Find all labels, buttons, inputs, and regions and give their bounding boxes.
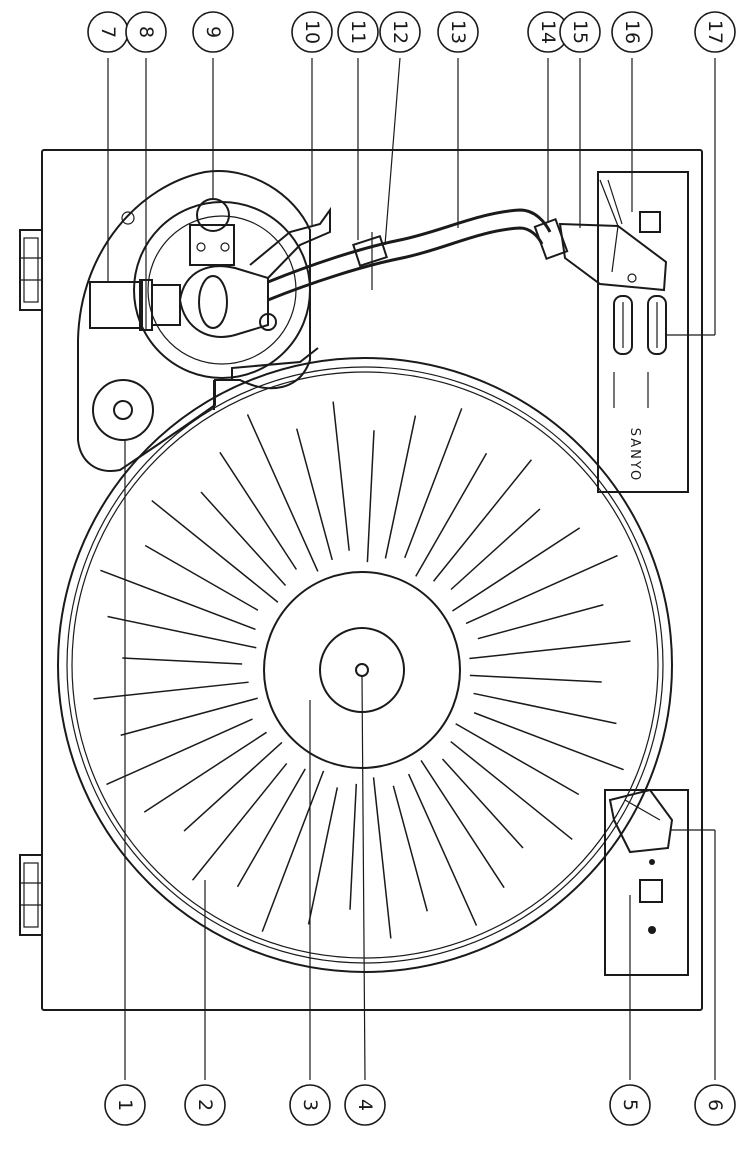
callout-label-7: 7 (97, 26, 119, 38)
platter-spoke (151, 499, 279, 603)
callout-2: 2 (184, 1084, 226, 1126)
callout-10: 10 (291, 11, 333, 53)
platter-spoke (420, 760, 505, 889)
callout-label-9: 9 (202, 26, 224, 38)
callout-9: 9 (192, 11, 234, 53)
callout-label-4: 4 (354, 1099, 376, 1111)
platter-spoke (441, 758, 524, 849)
callout-7: 7 (87, 11, 129, 53)
callout-label-5: 5 (619, 1099, 641, 1111)
platter-spoke (477, 604, 604, 640)
callout-1: 1 (104, 1084, 146, 1126)
callout-16: 16 (611, 11, 653, 53)
platter-spoke (246, 414, 319, 572)
callout-label-8: 8 (135, 26, 157, 38)
callout-label-1: 1 (114, 1099, 136, 1111)
plinth (41, 149, 703, 1011)
hinge-bottom (19, 854, 43, 936)
callout-15: 15 (559, 11, 601, 53)
callout-label-2: 2 (194, 1099, 216, 1111)
platter-spoke (465, 554, 618, 625)
callout-12: 12 (379, 11, 421, 53)
control-panel-bottom (604, 788, 689, 976)
platter-spoke (455, 723, 580, 796)
platter-spoke (200, 491, 287, 586)
indicator-dot (649, 859, 655, 865)
callout-label-16: 16 (621, 20, 643, 44)
platter-spoke (236, 768, 306, 888)
platter-spoke (120, 697, 258, 736)
callout-label-13: 13 (447, 20, 469, 44)
callout-11: 11 (337, 11, 379, 53)
callout-17: 17 (694, 11, 736, 53)
callout-label-14: 14 (537, 20, 559, 44)
platter-spoke (407, 773, 478, 926)
platter-spoke (106, 718, 253, 786)
callout-label-15: 15 (569, 20, 591, 44)
platter-spoke (450, 740, 573, 841)
platter-spoke (332, 401, 350, 551)
leader-lines (107, 57, 716, 1081)
indicator-dot-2 (648, 926, 656, 934)
platter (57, 357, 673, 973)
platter-spoke (473, 692, 617, 725)
platter-spoke (473, 712, 624, 771)
platter-spoke (107, 615, 257, 649)
platter-spoke (450, 508, 541, 591)
platter-spoke (384, 415, 417, 559)
platter-spoke (469, 674, 602, 683)
platter-spoke (392, 785, 428, 912)
callout-label-6: 6 (704, 1099, 726, 1111)
platter-spoke (469, 640, 631, 660)
callout-label-11: 11 (347, 20, 369, 44)
platter-spoke (432, 459, 533, 582)
platter-spoke (404, 408, 463, 559)
platter-spoke (349, 783, 358, 910)
callout-8: 8 (125, 11, 167, 53)
callout-5: 5 (609, 1084, 651, 1126)
callout-13: 13 (437, 11, 479, 53)
platter-spoke (93, 681, 249, 700)
platter-spoke (296, 428, 333, 561)
callout-6: 6 (694, 1084, 736, 1126)
platter-spoke (307, 787, 339, 925)
callout-label-3: 3 (299, 1099, 321, 1111)
brand-label: SANYO (627, 428, 642, 483)
platter-spoke (143, 731, 267, 813)
callout-label-12: 12 (389, 20, 411, 44)
platter-spoke (100, 569, 256, 631)
platter-spoke (261, 770, 325, 932)
platter-spokes (93, 401, 631, 939)
platter-spoke (366, 430, 375, 563)
platter-spoke (372, 777, 392, 939)
platter-spoke (219, 451, 298, 570)
platter-spoke (452, 527, 581, 612)
callout-3: 3 (289, 1084, 331, 1126)
callout-label-10: 10 (301, 20, 323, 44)
knob-1 (92, 379, 154, 441)
control-panel-right: SANYO (597, 171, 689, 493)
armrest-post (213, 347, 319, 410)
callout-label-17: 17 (704, 20, 726, 44)
callout-4: 4 (344, 1084, 386, 1126)
platter-spoke (122, 657, 243, 665)
platter-spoke (144, 544, 259, 611)
platter-spoke (415, 452, 488, 577)
platter-spoke (183, 741, 283, 832)
platter-spoke (191, 762, 288, 881)
hinge-top (19, 229, 43, 311)
